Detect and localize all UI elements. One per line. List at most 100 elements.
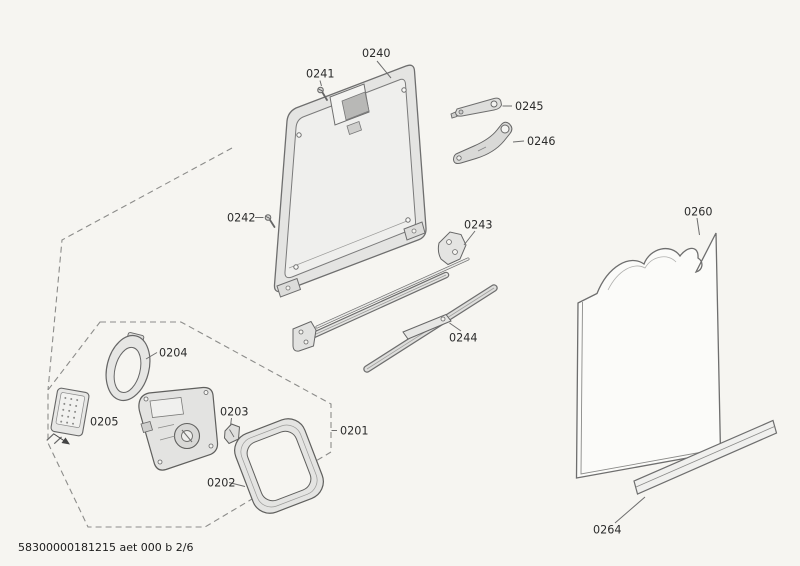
hinge-hole [285, 285, 291, 291]
leader-lines [145, 60, 700, 524]
tension-rod [315, 257, 470, 329]
oval-bracket-0204 [105, 332, 151, 402]
oval-inner [113, 346, 142, 393]
dispenser-detail [157, 424, 175, 429]
latch-pin [458, 109, 464, 115]
dispenser-lid [149, 397, 184, 418]
leader-0204 [145, 352, 158, 360]
mount-hole [203, 390, 209, 395]
part-label-0203: 0203 [220, 406, 248, 419]
part-label-0243: 0243 [464, 219, 492, 232]
lock-lever-0246 [452, 121, 513, 165]
lever-detail [477, 146, 487, 152]
part-label-0241: 0241 [306, 68, 334, 81]
contact-plate-0205 [46, 387, 90, 445]
fastening-bracket-0243 [437, 231, 467, 266]
leader-0264 [614, 496, 646, 524]
part-label-0204: 0204 [159, 347, 187, 360]
frame-contour [240, 424, 318, 508]
detergent-dispenser [138, 386, 219, 471]
part-labels: 0240 0241 0242 0245 0246 0243 0244 0260 … [90, 47, 712, 537]
part-label-0244: 0244 [449, 332, 477, 345]
leader-0240 [376, 60, 392, 79]
leader-0202 [228, 482, 246, 487]
screw-shaft [321, 91, 328, 101]
plate-pins [60, 396, 79, 425]
plinth-strip-0264 [633, 419, 778, 495]
part-label-0264: 0264 [593, 524, 621, 537]
knob-slot [181, 429, 193, 443]
bracket-hole [298, 329, 304, 335]
hinge-hole [411, 228, 417, 234]
panel-emboss-line [288, 220, 408, 269]
screw-shaft [269, 219, 276, 228]
latch-hole [490, 100, 498, 108]
inner-door-panel-0240 [273, 64, 427, 298]
leader-0244 [449, 322, 462, 332]
part-label-0245: 0245 [515, 100, 543, 113]
part-label-0202: 0202 [207, 477, 235, 490]
outer-door-panel-0260 [575, 232, 722, 479]
mount-hole [208, 443, 214, 449]
leader-0203 [230, 417, 232, 427]
latch-body [454, 97, 503, 117]
hinge-rail-0244 [363, 284, 498, 373]
part-label-0242: 0242 [227, 212, 255, 225]
rod-fill [316, 258, 469, 328]
mount-hole [157, 459, 163, 465]
bracket-body [437, 231, 467, 266]
leader-0243 [463, 230, 476, 246]
rail-cross-bracket [402, 313, 452, 340]
screw-hole [405, 217, 411, 223]
door-seal-strip [301, 271, 450, 343]
rail-cross-hole [440, 316, 446, 322]
group-connector-dashed-line [47, 147, 233, 391]
bracket-hole [452, 249, 458, 255]
latch-cutout-shaded [341, 91, 370, 121]
screw-0241 [317, 86, 328, 101]
dispenser-detail [159, 435, 176, 441]
bracket-hole [446, 239, 452, 245]
part-label-0246: 0246 [527, 135, 555, 148]
leader-0260 [696, 217, 700, 236]
plate-lead [53, 436, 62, 445]
clip-notch [229, 429, 235, 438]
screw-hole [293, 264, 299, 270]
door-latch-0245 [450, 97, 503, 119]
lever-pivot-hole [500, 124, 510, 134]
part-label-0201: 0201 [340, 425, 368, 438]
strip-end-bracket-left [292, 320, 317, 352]
screw-hole [296, 132, 302, 138]
strip-ridge [304, 274, 447, 340]
window-seal-frame-0202 [234, 418, 324, 514]
lever-body [452, 121, 513, 165]
document-code: 58300000181215 aet 000 b 2/6 [18, 541, 193, 554]
part-label-0240: 0240 [362, 47, 390, 60]
plate-lead [46, 433, 55, 441]
bracket-body [292, 320, 317, 352]
wave-decor-line [607, 256, 677, 291]
outer-panel-contour [575, 232, 722, 479]
strip-body [633, 419, 778, 495]
dispenser-latch [140, 421, 153, 433]
assembly-group-dashed-lines [47, 147, 332, 528]
screw-0242 [264, 214, 276, 228]
mount-hole [143, 396, 149, 402]
outer-panel-edge-thickness [580, 301, 720, 475]
direction-arrow-head [61, 437, 70, 445]
latch-tab [346, 120, 362, 136]
bracket-hole [303, 339, 309, 345]
plate-face [55, 392, 85, 428]
frame-inner [246, 430, 312, 502]
leader-0241 [319, 80, 322, 87]
part-label-0205: 0205 [90, 416, 118, 429]
screw-hole [401, 87, 407, 93]
screw-slot [318, 88, 323, 92]
strip-fold-line [635, 426, 775, 488]
inner-door-group-outline-0201 [47, 321, 332, 528]
lever-hole [456, 155, 462, 161]
screw-slot [265, 216, 271, 219]
leader-0246 [512, 140, 525, 143]
